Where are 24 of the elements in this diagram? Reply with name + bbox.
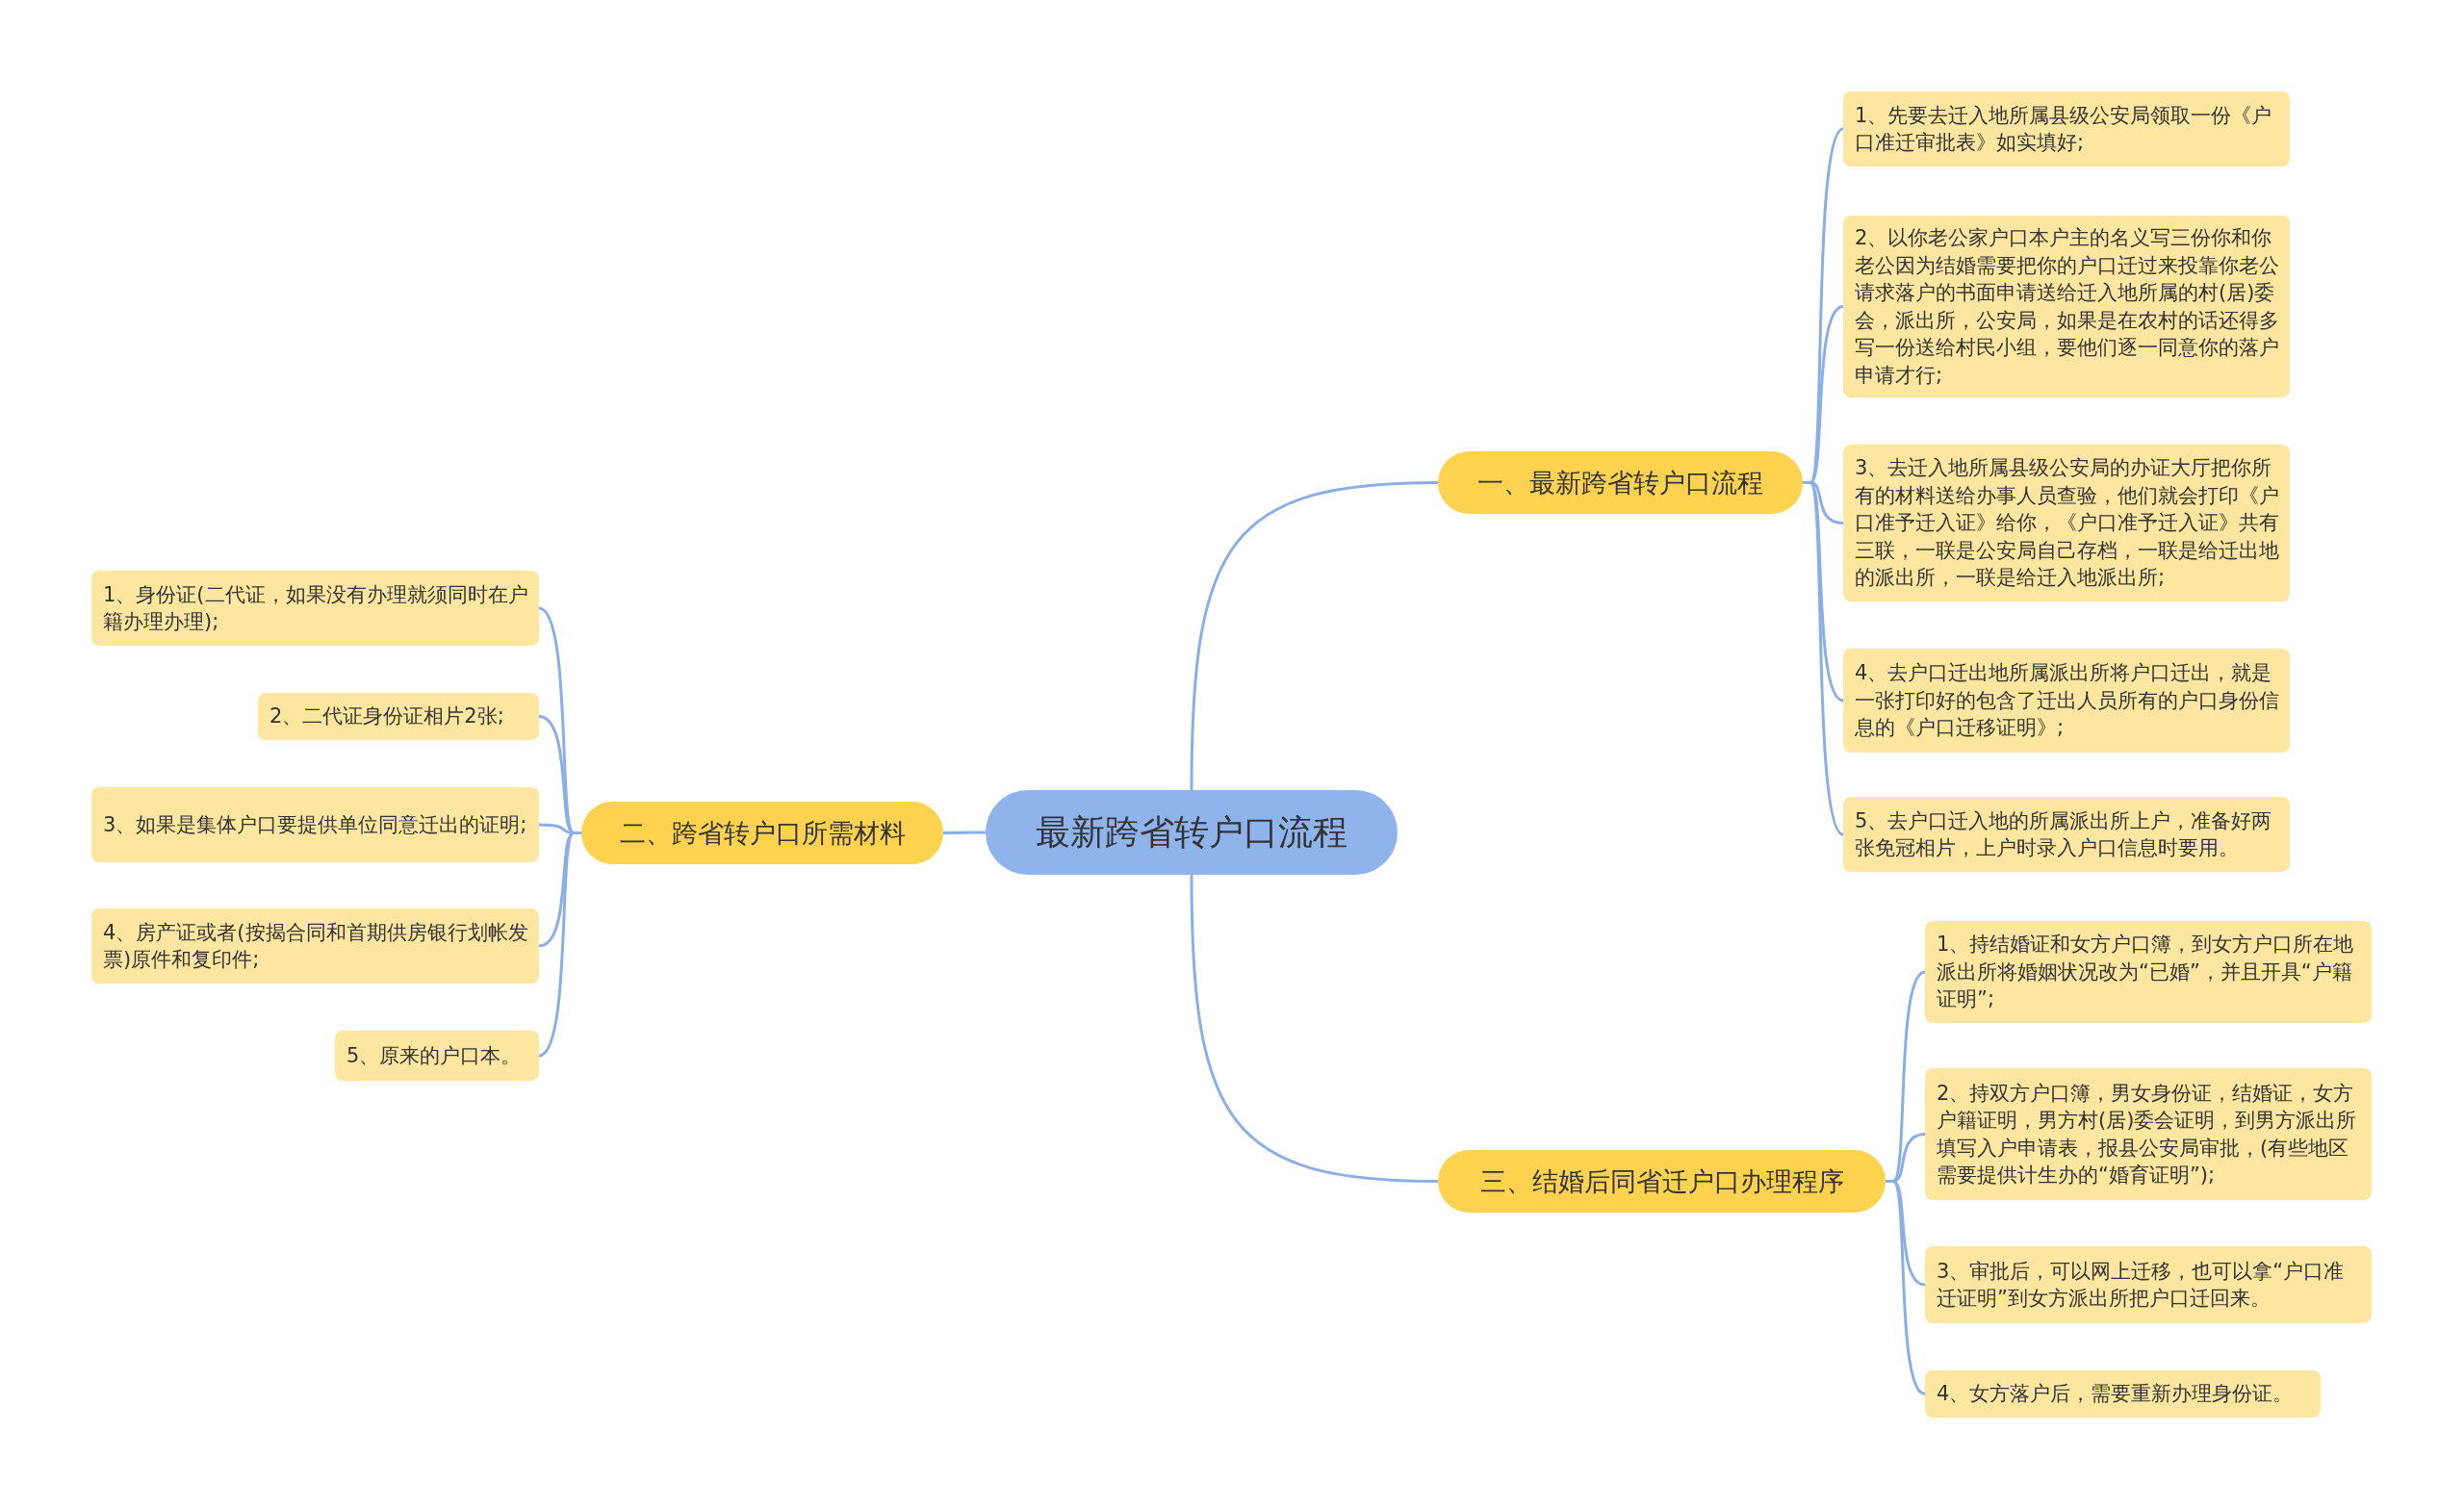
- branch-topic: 一、最新跨省转户口流程: [1438, 451, 1803, 514]
- leaf-card: 2、二代证身份证相片2张;: [258, 693, 539, 740]
- leaf-card: 2、以你老公家户口本户主的名义写三份你和你老公因为结婚需要把你的户口迁过来投靠你老公请求落户的书面申请送给迁入地所属的村(居)委会，派出所，公安局，如果是在农村的话还得多写一份送给村民小组，要他们逐一同意你的落户申请才行;: [1843, 216, 2290, 397]
- leaf-card: 3、去迁入地所属县级公安局的办证大厅把你所有的材料送给办事人员查验，他们就会打印《户口准予迁入证》给你，《户口准予迁入证》共有三联，一联是公安局自己存档，一联是给迁出地的派出所，一联是给迁入地派出所;: [1843, 445, 2290, 601]
- leaf-card: 4、女方落户后，需要重新办理身份证。: [1925, 1370, 2321, 1418]
- leaf-card: 1、身份证(二代证，如果没有办理就须同时在户籍办理办理);: [91, 571, 539, 646]
- branch-topic: 三、结婚后同省迁户口办理程序: [1438, 1150, 1886, 1213]
- leaf-card: 4、去户口迁出地所属派出所将户口迁出，就是一张打印好的包含了迁出人员所有的户口身份信息的《户口迁移证明》;: [1843, 649, 2290, 753]
- leaf-card: 3、审批后，可以网上迁移，也可以拿“户口准迁证明”到女方派出所把户口迁回来。: [1925, 1246, 2372, 1323]
- leaf-card: 5、去户口迁入地的所属派出所上户，准备好两张免冠相片，上户时录入户口信息时要用。: [1843, 797, 2290, 872]
- leaf-card: 5、原来的户口本。: [335, 1031, 539, 1081]
- branch-topic: 二、跨省转户口所需材料: [581, 802, 943, 864]
- leaf-card: 4、房产证或者(按揭合同和首期供房银行划帐发票)原件和复印件;: [91, 908, 539, 984]
- central-topic: 最新跨省转户口流程: [986, 790, 1398, 875]
- leaf-card: 2、持双方户口簿，男女身份证，结婚证，女方户籍证明，男方村(居)委会证明，到男方派出所填写入户申请表，报县公安局审批，(有些地区需要提供计生办的“婚育证明”);: [1925, 1068, 2372, 1200]
- connector-line: [1190, 481, 1439, 791]
- connector-line: [538, 831, 581, 1058]
- connector-line: [943, 831, 986, 834]
- leaf-card: 1、持结婚证和女方户口簿，到女方户口所在地派出所将婚姻状况改为“已婚”，并且开具“户籍证明”;: [1925, 921, 2372, 1023]
- leaf-card: 1、先要去迁入地所属县级公安局领取一份《户口准迁审批表》如实填好;: [1843, 91, 2290, 166]
- connector-line: [1190, 874, 1439, 1183]
- connector-line: [1803, 481, 1845, 836]
- connector-line: [1886, 1180, 1926, 1395]
- leaf-card: 3、如果是集体户口要提供单位同意迁出的证明;: [91, 787, 539, 862]
